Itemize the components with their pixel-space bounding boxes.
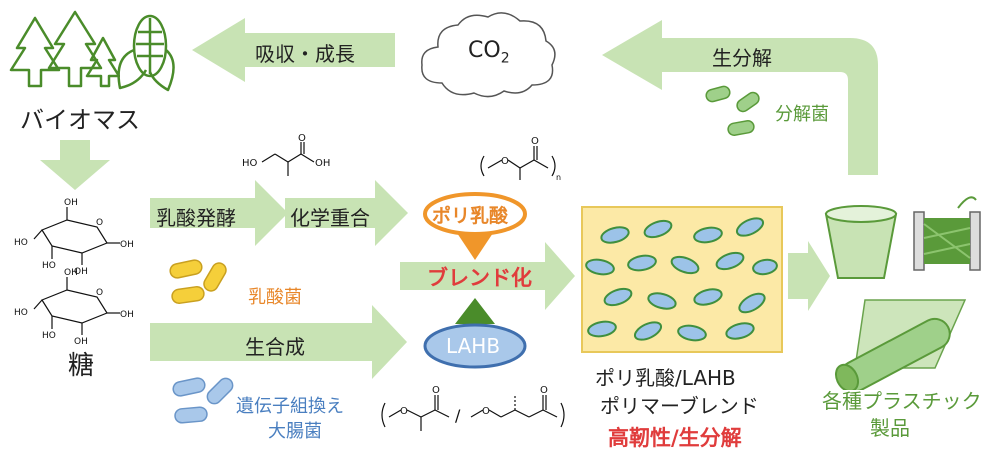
lactic-oh: OH <box>315 158 330 169</box>
glucose-structures: OH HO HO OH OH O OH HO HO OH OH O <box>14 198 134 345</box>
lactic-o: O <box>298 133 306 144</box>
lahb-structure: O O / O O <box>381 385 565 431</box>
lactic-ho: HO <box>242 158 258 169</box>
lahb-slash: / <box>455 406 461 425</box>
lahb-label: LAHB <box>446 334 501 358</box>
blend-name-line1: ポリ乳酸/LAHB <box>595 366 736 390</box>
property-label: 高靭性/生分解 <box>608 426 742 450</box>
glucose-oh-5: OH <box>74 337 88 345</box>
glucose-o-1: O <box>96 218 103 228</box>
pla-o-carbonyl: O <box>531 136 539 147</box>
arrow-chemical-polymerization <box>285 180 408 246</box>
glucose-oh-2: OH <box>74 267 88 277</box>
recombinant-label-1: 遺伝子組換え <box>236 396 344 417</box>
lactic-bacteria-icon <box>169 259 227 305</box>
degrading-bacteria-label: 分解菌 <box>775 104 829 125</box>
absorb-growth-label: 吸収・成長 <box>255 42 355 66</box>
glucose-ho-4: HO <box>42 331 56 341</box>
lahb-o-1: O <box>400 406 408 417</box>
glucose-o-2: O <box>96 288 103 298</box>
lahb-o-2: O <box>432 385 440 396</box>
cloud-icon <box>421 12 556 98</box>
tree-icon <box>9 10 120 88</box>
products-label-1: 各種プラスチック <box>822 389 982 413</box>
polymer-blend-box <box>581 206 783 353</box>
lahb-badge <box>423 298 527 369</box>
blend-label: ブレンド化 <box>427 266 532 290</box>
products-label-2: 製品 <box>870 416 910 440</box>
arrow-biodegradation <box>602 20 878 175</box>
pla-badge <box>423 192 527 260</box>
pla-label: ポリ乳酸 <box>432 205 509 227</box>
film-roll-icon <box>834 299 967 390</box>
glucose-oh-6: OH <box>120 310 134 320</box>
recombinant-ecoli-icon <box>172 377 234 424</box>
biodegradation-top-label: 生分解 <box>712 46 772 70</box>
spool-icon <box>913 196 981 271</box>
pla-structure: O O n <box>480 136 561 182</box>
arrow-lactic-fermentation <box>150 180 288 246</box>
sugar-label: 糖 <box>68 351 95 381</box>
recombinant-label-2: 大腸菌 <box>268 421 322 442</box>
lactic-fermentation-label: 乳酸発酵 <box>156 206 236 230</box>
biosynthesis-label: 生合成 <box>245 335 305 359</box>
lahb-o-4: O <box>540 385 548 396</box>
lactic-bacteria-label: 乳酸菌 <box>248 287 302 308</box>
pla-o-chain: O <box>501 156 509 167</box>
lahb-o-3: O <box>482 406 490 417</box>
corn-icon <box>117 14 175 92</box>
pla-n: n <box>556 173 561 182</box>
degrading-bacteria-icon <box>705 85 760 136</box>
chemical-polymerization-label: 化学重合 <box>290 206 370 230</box>
blend-name-line2: ポリマーブレンド <box>600 394 759 418</box>
arrow-to-products <box>788 241 830 311</box>
glucose-oh-3: OH <box>120 240 134 250</box>
glucose-oh-4: OH <box>64 268 78 278</box>
glucose-ho-3: HO <box>14 308 28 318</box>
lactic-acid-structure: HO O OH <box>242 133 330 176</box>
arrow-blend <box>400 242 575 310</box>
glucose-ho-2: HO <box>42 261 56 271</box>
cup-icon <box>824 205 898 279</box>
glucose-ho-1: HO <box>14 238 28 248</box>
glucose-oh-1: OH <box>64 198 78 208</box>
arrow-biomass-to-sugar <box>40 140 110 190</box>
biomass-label: バイオマス <box>20 106 140 134</box>
arrow-biosynthesis <box>150 305 407 379</box>
arrow-absorb-growth <box>192 18 395 82</box>
co2-label: CO2 <box>468 38 510 67</box>
